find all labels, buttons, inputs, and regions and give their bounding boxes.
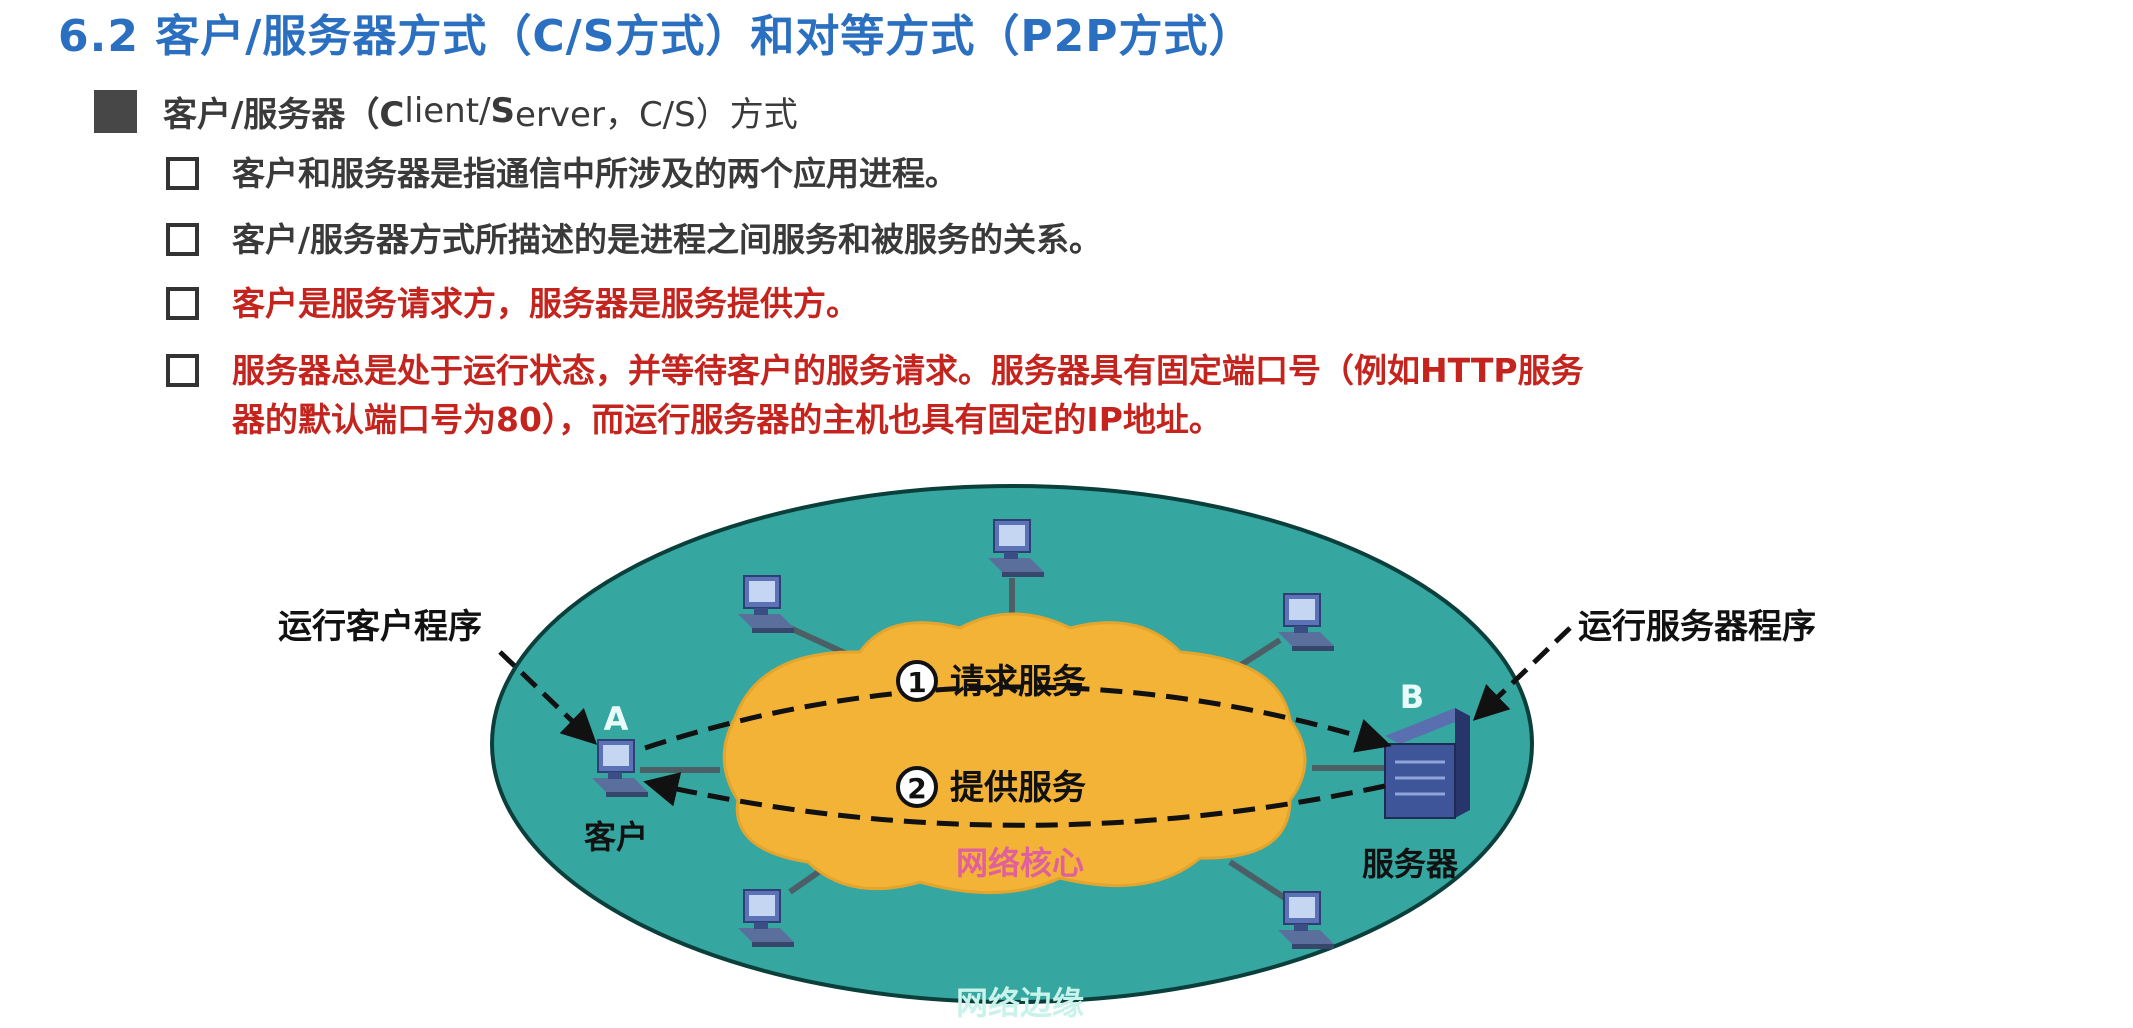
bullet-text-4b: 器的默认端口号为80），而运行服务器的主机也具有固定的IP地址。 [232, 400, 1222, 439]
heading-text-3: S [490, 91, 516, 131]
request-number: 1 [907, 666, 926, 699]
bullet-text-3: 客户是服务请求方，服务器是服务提供方。 [232, 284, 859, 323]
slide-title: 6.2 客户/服务器方式（C/S方式）和对等方式（P2P方式） [58, 11, 1254, 62]
bullet-text-2: 客户/服务器方式所描述的是进程之间服务和被服务的关系。 [232, 220, 1103, 259]
client-callout-arrow [498, 650, 598, 745]
bullet-text-4a: 服务器总是处于运行状态，并等待客户的服务请求。服务器具有固定端口号（例如HTTP… [232, 351, 1584, 390]
number-2-icon [896, 766, 938, 808]
network-edge-label: 网络边缘 [956, 984, 1084, 1022]
client-program-label: 运行客户程序 [278, 607, 482, 647]
heading-text-4: erver，C/S）方式 [515, 94, 798, 135]
square-bullet-icon [94, 89, 137, 133]
request-label: 请求服务 [950, 662, 1086, 702]
heading-text-2: lient/ [404, 91, 491, 131]
network-core-cloud [722, 612, 1307, 895]
server-callout-arrow [1472, 626, 1572, 721]
host-a-label: A [604, 700, 629, 738]
server-program-label: 运行服务器程序 [1578, 607, 1816, 647]
checkbox-icon [166, 157, 199, 190]
response-arrow [643, 772, 1386, 828]
heading-text-1: 客户/服务器（C [163, 94, 405, 135]
client-label: 客户 [584, 818, 648, 856]
number-1-icon [896, 660, 938, 702]
request-arrow [644, 684, 1392, 753]
host-b-label: B [1400, 678, 1424, 716]
checkbox-icon [166, 354, 199, 387]
response-number: 2 [907, 772, 926, 805]
response-label: 提供服务 [950, 768, 1086, 808]
network-core-label: 网络核心 [956, 844, 1084, 882]
checkbox-icon [166, 287, 199, 320]
bullet-text-1: 客户和服务器是指通信中所涉及的两个应用进程。 [232, 154, 958, 193]
checkbox-icon [166, 223, 199, 256]
server-label: 服务器 [1362, 845, 1459, 883]
server-icon [1384, 708, 1470, 819]
